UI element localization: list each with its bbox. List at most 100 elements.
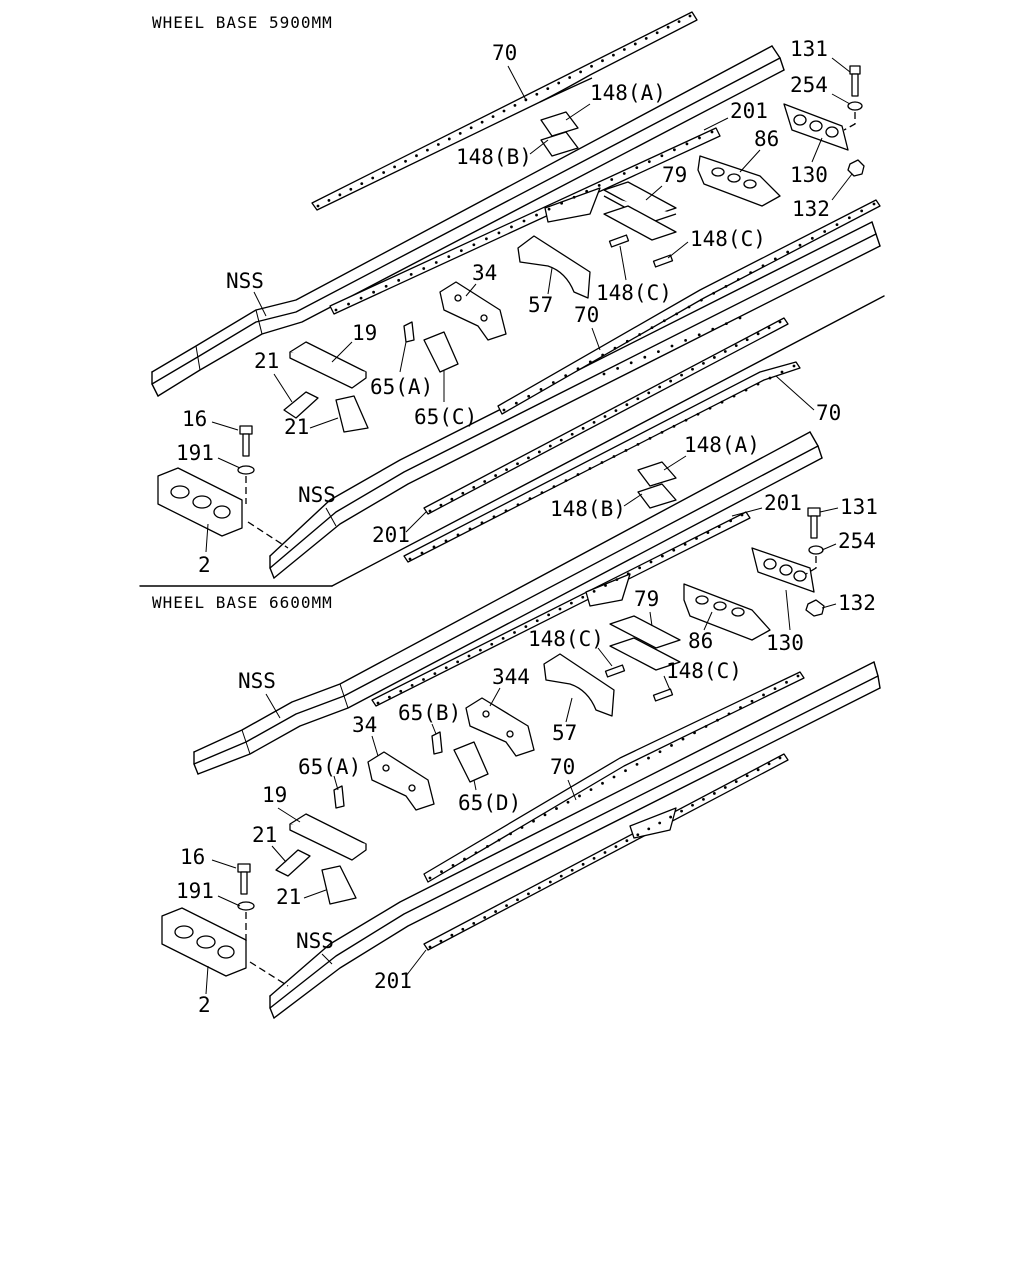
rivet-hole <box>699 298 703 302</box>
rivet-hole <box>860 209 864 213</box>
rivet-hole <box>552 485 556 489</box>
bolt-16-lower <box>237 863 251 895</box>
callout-191: 191 <box>176 879 214 903</box>
bracket-65b <box>431 731 443 755</box>
rivet-hole <box>796 674 800 678</box>
callout-148b: 148(B) <box>550 497 626 521</box>
rivet-holes <box>316 14 692 208</box>
callout-57: 57 <box>528 293 553 317</box>
rivet-hole <box>408 557 412 561</box>
rivet-hole <box>756 332 760 336</box>
rivet-hole <box>468 527 472 531</box>
rivet-hole <box>444 666 448 670</box>
rivet-hole <box>773 257 777 261</box>
rivet-hole <box>712 291 716 295</box>
rivet-hole <box>603 415 607 418</box>
rivet-hole <box>527 892 530 896</box>
rivet-hole <box>347 302 350 306</box>
callout-70: 70 <box>816 401 841 425</box>
rivet-hole <box>548 444 552 448</box>
rivet-hole <box>486 845 489 848</box>
rivet-hole <box>732 394 736 398</box>
rivet-hole <box>734 344 738 348</box>
callout-148c: 148(C) <box>666 659 742 683</box>
rivet-hole <box>570 868 574 872</box>
rivet-hole <box>497 838 501 842</box>
assembly-line-upper-left <box>245 476 289 549</box>
rivet-hole <box>415 154 418 158</box>
side-rail-nss-lower-a <box>193 431 823 775</box>
rivet-hole <box>483 916 487 919</box>
rivet-hole <box>702 361 705 365</box>
rivet-hole <box>432 545 436 549</box>
section-title-wheel-base-5900: WHEEL BASE 5900MM <box>152 13 333 32</box>
section-title-wheel-base-6600: WHEEL BASE 6600MM <box>152 593 333 612</box>
rivet-hole <box>635 762 639 766</box>
rivet-hole <box>612 455 616 458</box>
bracket-86-lower <box>683 583 771 641</box>
rivet-hole <box>635 166 639 170</box>
rivet-hole <box>451 863 455 867</box>
rivet-hole <box>559 438 563 442</box>
rivet-hole <box>338 193 342 197</box>
rivet-hole <box>439 939 443 943</box>
rivet-hole <box>666 25 670 29</box>
rivet-hole <box>614 845 618 848</box>
rivet-holes <box>376 513 744 705</box>
rivet-hole <box>680 809 683 813</box>
washer-254-lower <box>808 545 824 555</box>
rivet-hole <box>786 250 790 254</box>
rivet-hole <box>633 42 637 46</box>
bracket-86-upper <box>697 155 781 207</box>
rivet-hole <box>461 491 465 495</box>
rivet-hole <box>514 401 518 405</box>
rivet-hole <box>444 539 448 543</box>
rivet-hole <box>612 53 615 57</box>
rivet-holes <box>602 316 742 376</box>
section-divider <box>139 295 885 587</box>
callout-201: 201 <box>374 969 412 993</box>
rivet-holes <box>408 364 796 561</box>
rivet-hole <box>555 807 558 810</box>
rivet-hole <box>658 750 662 754</box>
rivet-hole <box>616 367 619 370</box>
rivet-hole <box>359 296 363 300</box>
rivet-hole <box>472 485 476 489</box>
rivet-hole <box>467 654 471 658</box>
bracket-65a-lower <box>333 785 345 809</box>
callout-86: 86 <box>754 127 779 151</box>
rivet-holes <box>502 202 876 412</box>
rivet-hole <box>658 821 662 825</box>
rivet-hole <box>647 391 651 395</box>
rivet-hole <box>629 361 633 365</box>
rivet-hole <box>494 910 498 913</box>
rivet-hole <box>847 216 851 220</box>
rivet-hole <box>680 373 683 377</box>
rivet-hole <box>684 418 688 422</box>
rivet-hole <box>647 756 650 760</box>
rivet-hole <box>785 680 788 684</box>
rivet-hole <box>588 467 592 470</box>
rivet-hole <box>648 436 652 440</box>
rivet-hole <box>660 154 664 158</box>
rivet-hole <box>551 381 555 384</box>
rivet-hole <box>724 285 728 288</box>
rivet-hole <box>672 424 676 428</box>
rivet-hole <box>740 513 744 517</box>
callout-148c: 148(C) <box>528 627 604 651</box>
reinforcement-strip-70-lower <box>423 671 805 883</box>
rivet-hole <box>490 642 494 646</box>
rivet-hole <box>387 695 391 699</box>
rivet-hole <box>439 503 443 507</box>
callout-19: 19 <box>352 321 377 345</box>
callout-16: 16 <box>180 845 205 869</box>
rivet-hole <box>535 619 539 623</box>
rivet-hole <box>750 699 754 703</box>
rivet-hole <box>745 774 749 778</box>
rivet-hole <box>756 382 760 386</box>
rivet-hole <box>756 768 760 772</box>
callout-70: 70 <box>550 755 575 779</box>
callout-70: 70 <box>574 303 599 327</box>
rivet-hole <box>433 672 437 676</box>
